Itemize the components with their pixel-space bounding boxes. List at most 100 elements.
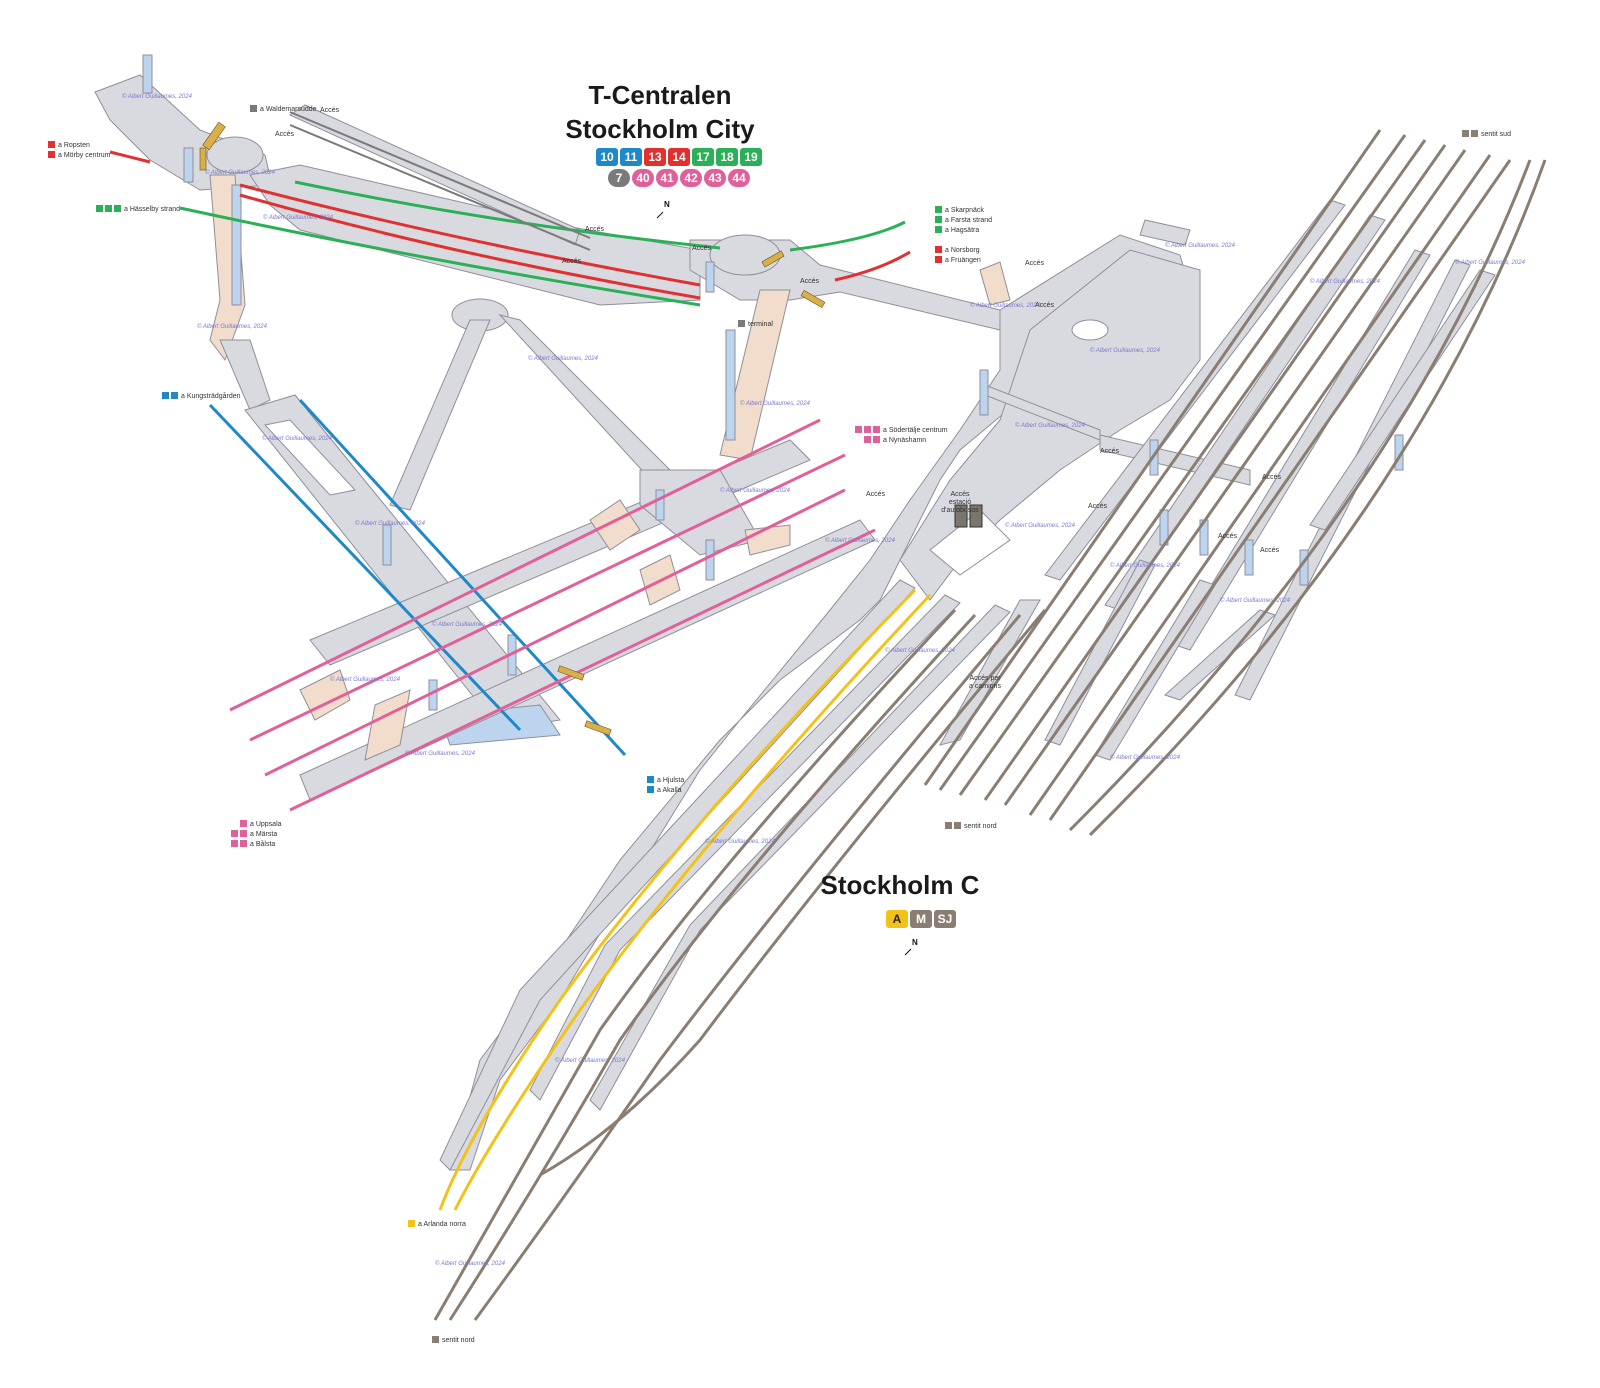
watermark: © Albert Guillaumes, 2024	[720, 487, 791, 494]
title-line-1: T-Centralen	[588, 80, 732, 110]
label-acces: Accés	[1025, 260, 1045, 267]
watermarks: © Albert Guillaumes, 2024 © Albert Guill…	[122, 93, 1526, 1267]
escalator	[800, 289, 826, 309]
lift	[705, 539, 715, 581]
label-farsta: a Farsta strand	[945, 217, 992, 224]
label-acces: Accés	[1100, 448, 1120, 455]
platform-2	[529, 594, 961, 1101]
label-acces: Accés	[320, 107, 340, 114]
red-track-2	[239, 193, 701, 300]
north-label: N	[912, 938, 918, 947]
brown-track-3	[473, 614, 1022, 1321]
north-label: N	[664, 200, 670, 209]
watermark: © Albert Guillaumes, 2024	[825, 537, 896, 544]
watermark: © Albert Guillaumes, 2024	[970, 302, 1041, 309]
label-kungstradgarden: a Kungsträdgården	[181, 392, 241, 400]
green-track-west	[179, 206, 701, 307]
pink-platform-lower	[299, 519, 876, 801]
corridor-center-right	[498, 314, 681, 491]
lift	[655, 489, 665, 521]
label-uppsala: a Uppsala	[250, 821, 282, 828]
label-marsta: a Märsta	[250, 831, 277, 838]
label-acces: Accés	[866, 491, 886, 498]
line-badge: 14	[668, 148, 690, 166]
line-badge: 40	[632, 169, 654, 187]
line-badge: A	[886, 910, 908, 928]
platform-11	[1044, 199, 1346, 581]
label-acces: Accés	[692, 245, 712, 252]
label-acces-camions-1: Accés per	[969, 675, 1001, 682]
watermark: © Albert Guillaumes, 2024	[330, 676, 401, 683]
yellow-track-1	[438, 588, 917, 1211]
escalator	[199, 147, 207, 171]
watermark: © Albert Guillaumes, 2024	[1455, 259, 1526, 266]
lift	[979, 369, 989, 416]
line-badge: 7	[608, 169, 630, 187]
watermark: © Albert Guillaumes, 2024	[1090, 347, 1161, 354]
line-badge: 17	[692, 148, 714, 166]
line-badge: 19	[740, 148, 762, 166]
concourse-hub-east	[709, 234, 781, 276]
escalator	[761, 250, 785, 268]
lift	[1244, 539, 1254, 576]
watermark: © Albert Guillaumes, 2024	[122, 93, 193, 100]
label-akalla: a Akalla	[657, 787, 682, 794]
watermark: © Albert Guillaumes, 2024	[1220, 597, 1291, 604]
lift	[142, 54, 153, 94]
upper-platform-floor	[249, 164, 701, 306]
brown-track-4	[539, 609, 1047, 1177]
label-arlanda: a Arlanda norra	[418, 1221, 466, 1228]
brown-track-north-3	[983, 144, 1447, 801]
watermark: © Albert Guillaumes, 2024	[555, 1057, 626, 1064]
escalator	[202, 121, 226, 151]
concourse-hub-west	[206, 136, 264, 174]
line-badge: 13	[644, 148, 666, 166]
bus-station-stairs	[969, 504, 983, 528]
label-nynashamn: a Nynäshamn	[883, 437, 926, 444]
lift	[725, 329, 736, 441]
watermark: © Albert Guillaumes, 2024	[885, 647, 956, 654]
bus-station-stairs	[954, 504, 968, 528]
watermark: © Albert Guillaumes, 2024	[205, 169, 276, 176]
label-acces: Accés	[1218, 533, 1238, 540]
lift	[183, 147, 194, 183]
label-sodertalje: a Södertälje centrum	[883, 427, 948, 434]
label-acces: Accés	[585, 226, 605, 233]
stockholm-c-structure	[439, 199, 1496, 1171]
label-ropsten: a Ropsten	[58, 142, 90, 149]
upper-concourse	[94, 74, 1041, 332]
pink-track-2	[249, 453, 846, 742]
label-acces-bus-3: d'autobusos	[941, 507, 979, 514]
title-line-2: Stockholm City	[565, 114, 755, 144]
yellow-track-2	[453, 593, 932, 1211]
tram-track-2	[289, 124, 591, 251]
corridor-center-left	[389, 319, 491, 511]
blue-track-2	[298, 398, 627, 757]
label-acces: Accés	[1260, 547, 1280, 554]
line-badge: 18	[716, 148, 738, 166]
brown-track-north-2	[958, 139, 1427, 796]
green-track-1	[294, 180, 721, 250]
corridor-west-down	[219, 339, 271, 411]
label-hjulsta: a Hjulsta	[657, 777, 684, 784]
label-hagsatra: a Hagsätra	[945, 227, 979, 234]
north-arrow-stockholm-c: N	[904, 938, 918, 956]
label-norsborg: a Norsborg	[945, 247, 980, 254]
lift	[705, 261, 715, 293]
brown-track-north-5	[1028, 154, 1492, 816]
brown-track-north-1	[938, 134, 1407, 791]
watermark: © Albert Guillaumes, 2024	[263, 214, 334, 221]
line-badge: SJ	[934, 910, 956, 928]
mainline-tracks	[433, 129, 1547, 1321]
pink-track-1	[229, 418, 821, 712]
label-acces: Accés	[1262, 474, 1282, 481]
watermark: © Albert Guillaumes, 2024	[528, 355, 599, 362]
blue-platform-hole	[264, 419, 356, 496]
line-badge: 42	[680, 169, 702, 187]
label-acces: Accés	[275, 131, 295, 138]
brown-track-north-8	[1088, 159, 1547, 837]
watermark: © Albert Guillaumes, 2024	[197, 323, 268, 330]
